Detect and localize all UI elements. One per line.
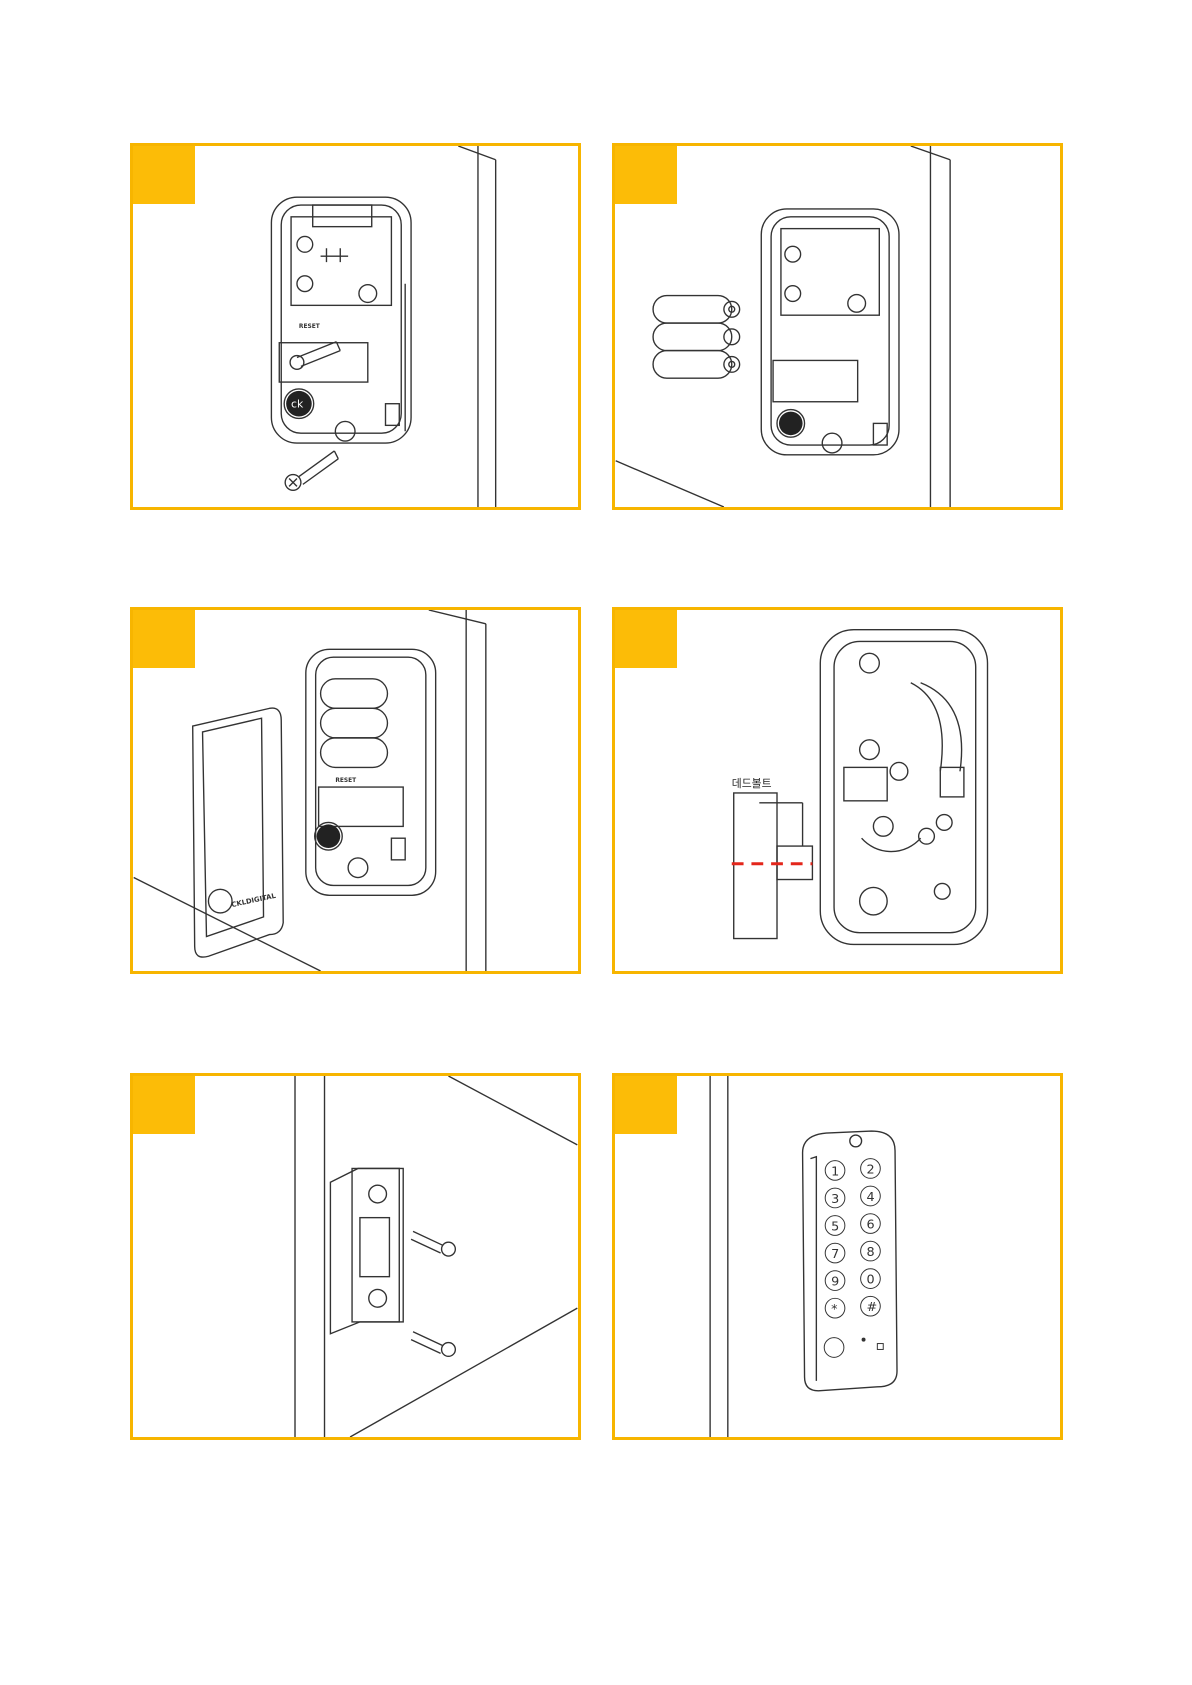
svg-text:4: 4 bbox=[867, 1190, 875, 1205]
key-6: 6 bbox=[861, 1214, 881, 1234]
key-4: 4 bbox=[861, 1186, 881, 1206]
svg-text:2: 2 bbox=[867, 1162, 875, 1177]
key-0: 0 bbox=[861, 1269, 881, 1289]
key-2: 2 bbox=[861, 1159, 881, 1179]
key-7: 7 bbox=[825, 1243, 845, 1263]
svg-text:9: 9 bbox=[831, 1275, 839, 1290]
key-3: 3 bbox=[825, 1188, 845, 1208]
panel-5-illustration bbox=[133, 1076, 578, 1437]
svg-text:5: 5 bbox=[831, 1219, 839, 1234]
panel-3-illustration: CKLDIGITAL RESET bbox=[133, 610, 578, 971]
svg-text:6: 6 bbox=[867, 1217, 875, 1232]
panel-2-illustration bbox=[615, 146, 1060, 507]
key-8: 8 bbox=[861, 1241, 881, 1261]
svg-text:*: * bbox=[831, 1302, 837, 1317]
key-1: 1 bbox=[825, 1161, 845, 1181]
svg-text:3: 3 bbox=[831, 1192, 839, 1207]
instruction-panel-1: ck RESET bbox=[130, 143, 581, 510]
instruction-panel-5 bbox=[130, 1073, 581, 1440]
key-hash: # bbox=[861, 1296, 881, 1316]
svg-text:7: 7 bbox=[831, 1247, 839, 1262]
svg-text:8: 8 bbox=[867, 1245, 875, 1260]
key-star: * bbox=[825, 1298, 845, 1318]
indicator-light bbox=[862, 1338, 866, 1342]
instruction-panel-3: CKLDIGITAL RESET bbox=[130, 607, 581, 974]
function-button bbox=[824, 1338, 844, 1358]
panel-4-illustration: 데드볼트 bbox=[615, 610, 1060, 971]
reset-label: RESET bbox=[299, 324, 320, 330]
panel-1-illustration: ck RESET bbox=[133, 146, 578, 507]
deadbolt-callout-label: 데드볼트 bbox=[732, 777, 772, 790]
lock-indicator-icon bbox=[877, 1344, 883, 1350]
panel-6-illustration: 1 2 3 4 5 6 7 8 9 0 * # bbox=[615, 1076, 1060, 1437]
instruction-panel-4: 데드볼트 bbox=[612, 607, 1063, 974]
svg-text:0: 0 bbox=[867, 1273, 875, 1288]
instruction-panel-6: 1 2 3 4 5 6 7 8 9 0 * # bbox=[612, 1073, 1063, 1440]
svg-text:#: # bbox=[867, 1300, 878, 1315]
key-5: 5 bbox=[825, 1216, 845, 1236]
svg-text:1: 1 bbox=[831, 1164, 839, 1179]
logo-mark: ck bbox=[291, 398, 304, 411]
instruction-panel-2 bbox=[612, 143, 1063, 510]
key-9: 9 bbox=[825, 1271, 845, 1291]
reset-label-3: RESET bbox=[335, 778, 356, 784]
keypad-keys: 1 2 3 4 5 6 7 8 9 0 * # bbox=[824, 1159, 883, 1358]
brand-mark: CKLDIGITAL bbox=[231, 892, 277, 909]
